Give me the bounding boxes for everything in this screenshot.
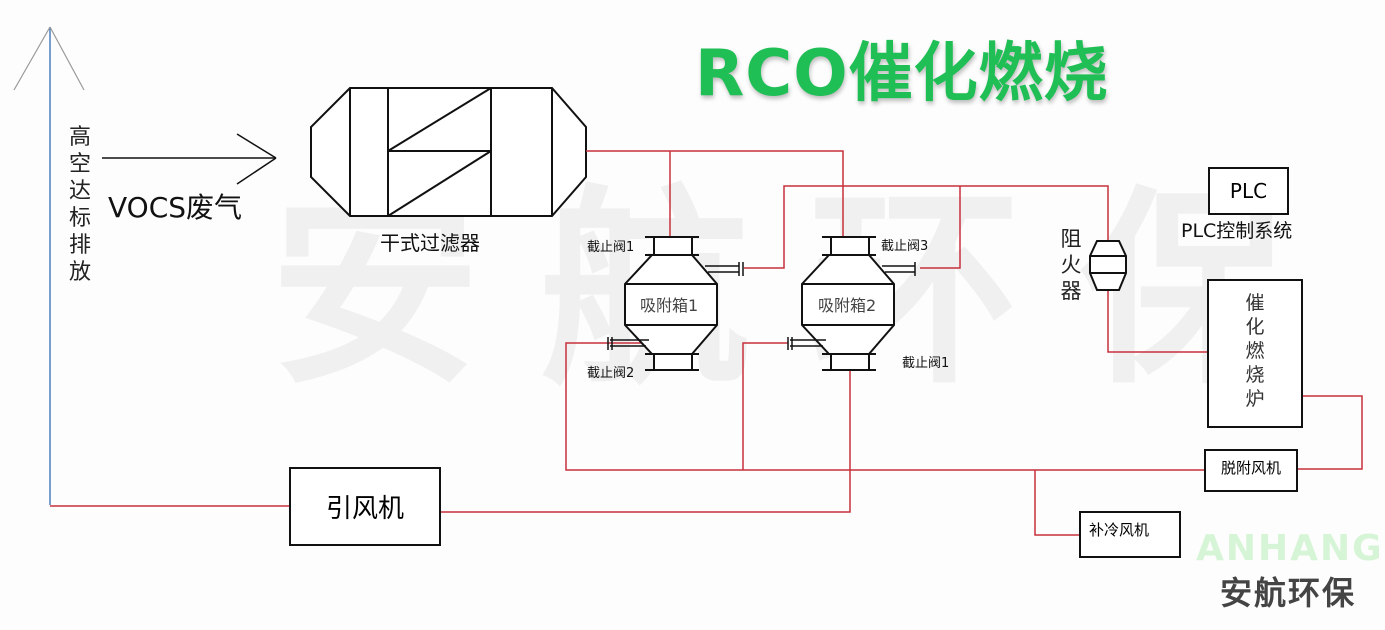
inlet-label: VOCS废气	[108, 191, 243, 224]
cooling-fan: 补冷风机	[1079, 511, 1181, 558]
brand-logo-cn: 安航环保	[1220, 574, 1357, 612]
induced-draft-fan-label: 引风机	[325, 494, 404, 524]
valve-label: 截止阀1	[902, 356, 950, 371]
plc-box-label: PLC	[1229, 179, 1268, 203]
adsorber-1-label: 吸附箱1	[640, 296, 699, 315]
catalytic-furnace-label: 催化燃烧炉	[1245, 292, 1265, 410]
adsorber-1	[607, 236, 744, 371]
exhaust-stack-arrow	[13, 26, 85, 505]
flame-arrester	[1089, 240, 1127, 291]
adsorber-2-label: 吸附箱2	[818, 296, 877, 315]
stack-label: 高空达标排放	[68, 125, 91, 285]
plc-caption: PLC控制系统	[1181, 220, 1293, 242]
desorption-fan-label: 脱附风机	[1220, 459, 1281, 477]
pipework	[50, 150, 1363, 536]
adsorber-2	[787, 236, 916, 371]
valve-label: 截止阀2	[587, 366, 635, 381]
cooling-fan-label: 补冷风机	[1089, 521, 1150, 539]
brand-logo-en: ANHANG	[1196, 528, 1384, 569]
valve-label: 截止阀1	[587, 240, 635, 255]
desorption-fan: 脱附风机	[1204, 449, 1298, 492]
diagram-title: RCO催化燃烧	[695, 37, 1109, 111]
valve-label: 截止阀3	[881, 239, 929, 254]
induced-draft-fan: 引风机	[289, 467, 441, 546]
inlet-arrow	[102, 133, 277, 185]
catalytic-furnace: 催化燃烧炉	[1207, 279, 1303, 428]
filter-label: 干式过滤器	[380, 231, 480, 255]
dry-filter	[310, 87, 587, 217]
plc-box: PLC	[1208, 167, 1289, 215]
flame-arrester-label: 阻火器	[1060, 227, 1082, 303]
